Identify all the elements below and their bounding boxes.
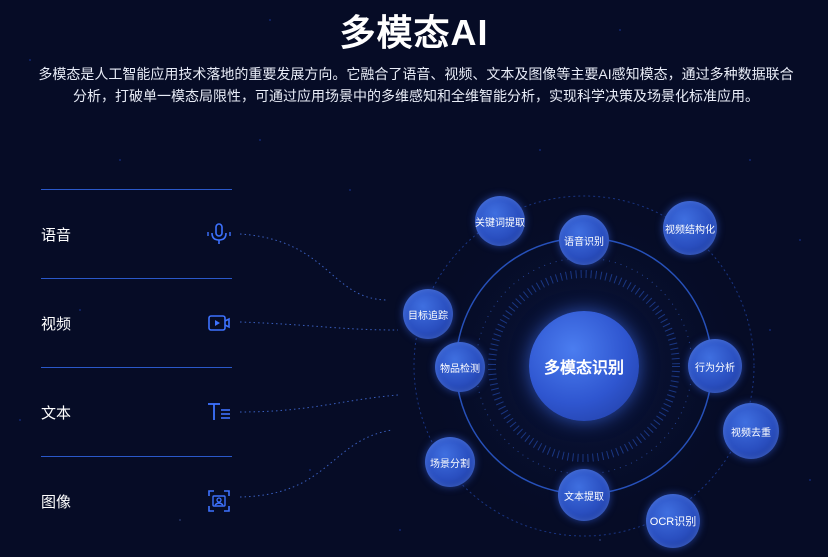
- microphone-icon: [206, 221, 232, 247]
- connector-line-text: [239, 394, 399, 413]
- node-target-tracking[interactable]: 目标追踪: [403, 289, 453, 339]
- modality-label: 语音: [41, 226, 72, 244]
- modality-label: 图像: [41, 493, 72, 511]
- modality-row-text[interactable]: 文本: [41, 367, 232, 456]
- connector-line-video: [239, 321, 399, 331]
- center-node: 多模态识别: [529, 311, 639, 421]
- modality-row-image[interactable]: 图像: [41, 456, 232, 545]
- page-title: 多模态AI: [339, 12, 489, 53]
- modality-row-voice[interactable]: 语音: [41, 189, 232, 278]
- page-description: 多模态是人工智能应用技术落地的重要发展方向。它融合了语音、视频、文本及图像等主要…: [38, 66, 794, 104]
- outer-ring: [413, 195, 755, 537]
- connector-line-voice: [239, 233, 389, 301]
- modality-list: 语音 视频 文本: [41, 189, 232, 545]
- modality-label: 文本: [41, 404, 72, 422]
- modality-row-video[interactable]: 视频: [41, 278, 232, 367]
- node-scene-segmentation[interactable]: 场景分割: [425, 437, 475, 487]
- text-icon: [206, 399, 232, 425]
- video-icon: [206, 310, 232, 336]
- node-speech-recognition[interactable]: 语音识别: [559, 215, 609, 265]
- image-icon: [206, 488, 232, 514]
- node-video-structuring[interactable]: 视频结构化: [663, 201, 717, 255]
- node-object-detection[interactable]: 物品检测: [435, 342, 485, 392]
- node-text-extraction[interactable]: 文本提取: [558, 469, 610, 521]
- node-keyword-extraction[interactable]: 关键词提取: [475, 196, 525, 246]
- node-behavior-analysis[interactable]: 行为分析: [688, 339, 742, 393]
- modality-label: 视频: [41, 315, 72, 333]
- inner-tick-ring: [488, 270, 680, 462]
- node-ocr-recognition[interactable]: OCR识别: [646, 494, 700, 548]
- connector-line-image: [239, 429, 393, 498]
- node-video-dedup[interactable]: 视频去重: [723, 403, 779, 459]
